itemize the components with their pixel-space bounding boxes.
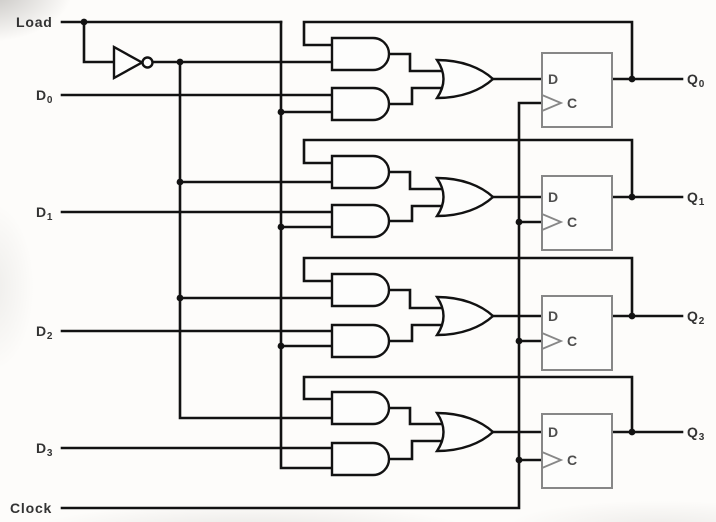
or-gate-0	[434, 58, 495, 100]
and-gate-load-0	[330, 86, 391, 122]
and-gate-load-2	[330, 323, 391, 359]
and-gate-keep-3	[330, 390, 391, 426]
clock-edge-wedge-icon	[541, 451, 564, 469]
and-gate-load-3	[330, 441, 391, 477]
or-gate-3	[434, 411, 495, 453]
flip-flop-body	[541, 52, 613, 128]
flip-flop-body	[541, 295, 613, 371]
junction-dot	[515, 456, 523, 464]
and-to-or-wire	[384, 170, 443, 191]
clock-edge-wedge-icon	[541, 213, 564, 231]
junction-dot	[176, 58, 184, 66]
d2-label: D2	[36, 323, 53, 342]
or-gate-1	[434, 176, 495, 218]
q2-feedback-wire	[302, 256, 634, 318]
clock-wires	[60, 101, 547, 510]
d-flip-flop-2: D C	[541, 295, 613, 371]
junction-dot	[515, 337, 523, 345]
data-input-wires	[60, 93, 337, 450]
not-gate-bubble	[141, 56, 154, 69]
output-labels: Q0 Q1 Q2 Q3	[687, 71, 705, 443]
and-to-or-wire	[384, 204, 443, 223]
clock-bus	[60, 101, 547, 510]
and-to-or-wire	[384, 52, 443, 73]
flip-flop-body	[541, 413, 613, 489]
stage-2-wires	[302, 256, 684, 343]
stage-1-wires	[302, 138, 684, 223]
not-gate-triangle	[112, 44, 145, 81]
ff-d-pin-label: D	[548, 308, 559, 324]
and-to-or-wire	[384, 288, 443, 310]
q3-feedback-wire	[302, 375, 634, 434]
d0-label: D0	[36, 87, 53, 106]
clock-edge-wedge-icon	[541, 94, 564, 112]
ff-d-pin-label: D	[548, 189, 559, 205]
junction-dot	[277, 223, 285, 231]
ff-c-pin-label: C	[567, 95, 578, 111]
and-to-or-wire	[384, 439, 443, 461]
ff-d-pin-label: D	[548, 424, 559, 440]
not-gate	[112, 44, 154, 81]
input-labels: Load Clock D0 D1 D2 D3	[10, 14, 53, 516]
q1-label: Q1	[687, 189, 705, 208]
junction-dot	[176, 294, 184, 302]
clock-label: Clock	[10, 500, 52, 516]
q3-label: Q3	[687, 424, 705, 443]
d3-label: D3	[36, 440, 53, 459]
junction-dot	[628, 193, 636, 201]
q2-label: Q2	[687, 308, 705, 327]
load-distribution-wires	[60, 18, 337, 470]
junction-dot	[628, 312, 636, 320]
and-gate-keep-0	[330, 36, 391, 72]
junction-dot	[515, 218, 523, 226]
and-to-or-wire	[384, 86, 443, 106]
stage-3-wires	[302, 375, 684, 461]
d-flip-flop-3: D C	[541, 413, 613, 489]
load-bus-vertical	[279, 20, 337, 470]
or-gate-2	[434, 295, 495, 337]
ff-c-pin-label: C	[567, 214, 578, 230]
load-label: Load	[16, 14, 53, 30]
and-to-or-wire	[384, 323, 443, 343]
flip-flop-body	[541, 175, 613, 251]
d-flip-flop-0: D C	[541, 52, 613, 128]
q0-label: Q0	[687, 71, 705, 90]
and-to-or-wire	[384, 406, 443, 426]
junction-dot	[628, 428, 636, 436]
and-gate-keep-1	[330, 154, 391, 190]
junction-dot	[80, 18, 88, 26]
junction-dot	[277, 342, 285, 350]
d-flip-flop-1: D C	[541, 175, 613, 251]
and-gate-keep-2	[330, 272, 391, 308]
clock-edge-wedge-icon	[541, 332, 564, 350]
ff-d-pin-label: D	[548, 71, 559, 87]
junction-dot	[277, 108, 285, 116]
q0-feedback-wire	[302, 20, 634, 81]
not-gate-input-wire	[82, 20, 118, 64]
and-gate-load-1	[330, 203, 391, 239]
ff-c-pin-label: C	[567, 333, 578, 349]
junction-dot	[628, 75, 636, 83]
stage-0-wires	[302, 20, 684, 106]
ff-c-pin-label: C	[567, 452, 578, 468]
load-inverted-bus-vertical	[178, 60, 337, 420]
d1-label: D1	[36, 204, 53, 223]
q1-feedback-wire	[302, 138, 634, 199]
junction-dot	[176, 178, 184, 186]
